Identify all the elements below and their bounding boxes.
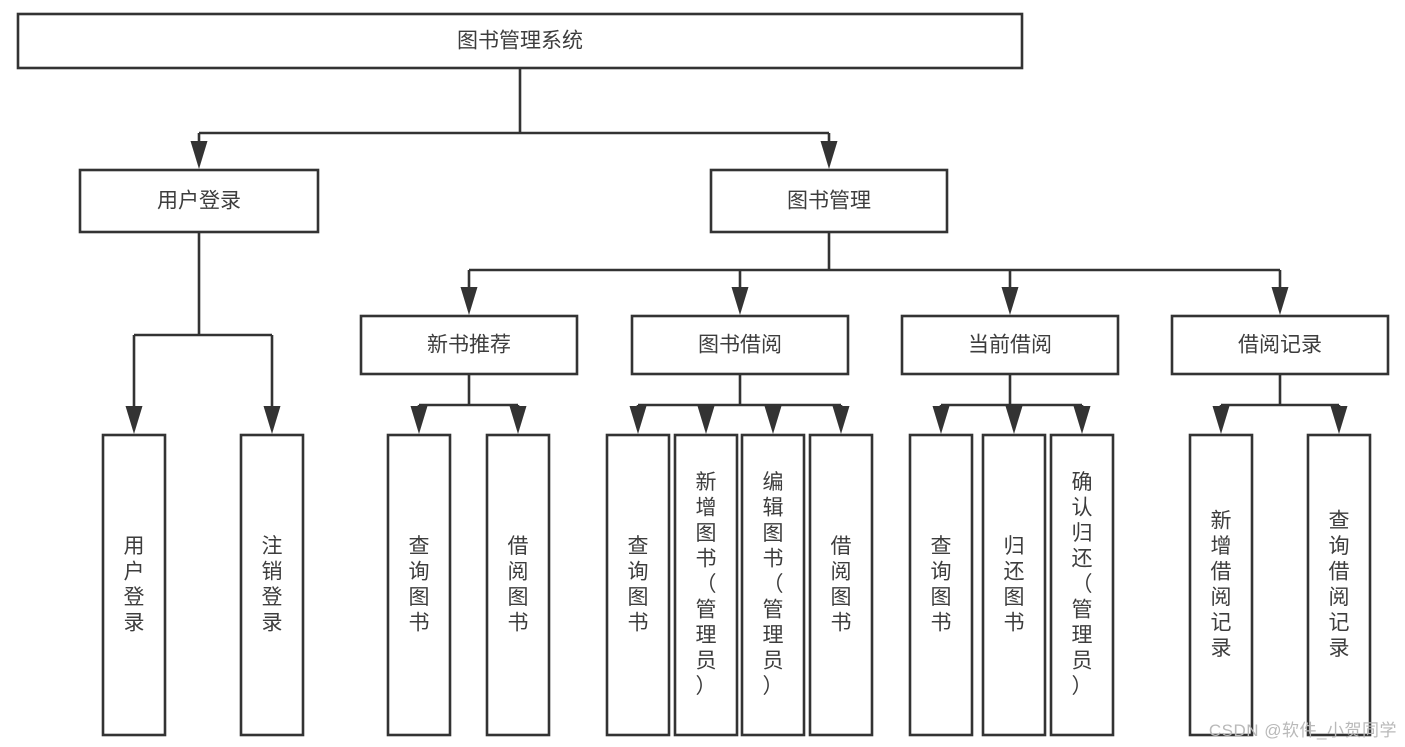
arrow-head-icon [1212, 406, 1230, 434]
node-box[interactable] [78, 168, 320, 234]
node-box[interactable] [239, 433, 305, 737]
node-box[interactable] [981, 433, 1047, 737]
node-box[interactable] [630, 314, 850, 376]
node-label: 注销登录 [262, 534, 283, 634]
node-box[interactable] [1049, 433, 1115, 737]
node-box[interactable] [740, 433, 806, 737]
arrow-head-icon [1001, 287, 1019, 315]
arrow-head-icon [509, 406, 527, 434]
node-leaf-query-record[interactable]: 查询借阅记录 [1306, 433, 1372, 737]
node-label: 查询图书 [931, 534, 952, 634]
node-label: 新书推荐 [427, 334, 511, 357]
node-label: 归还图书 [1004, 534, 1025, 634]
node-box[interactable] [485, 433, 551, 737]
node-label: 查询图书 [409, 534, 430, 634]
node-label: 借阅图书 [508, 534, 529, 634]
node-label: 借阅记录 [1238, 334, 1322, 357]
arrow-head-icon [697, 406, 715, 434]
connector-group-loan-record [1212, 374, 1348, 434]
node-book-mgmt[interactable]: 图书管理 [709, 168, 949, 234]
node-box[interactable] [1170, 314, 1390, 376]
node-box[interactable] [1306, 433, 1372, 737]
node-box[interactable] [359, 314, 579, 376]
node-current-loan[interactable]: 当前借阅 [900, 314, 1120, 376]
connector-group-root [190, 68, 838, 169]
arrow-head-icon [460, 287, 478, 315]
node-leaf-edit-book[interactable]: 编辑图书（管理员） [740, 433, 806, 737]
arrow-head-icon [764, 406, 782, 434]
node-label: 查询图书 [628, 534, 649, 634]
node-leaf-user-login[interactable]: 用户登录 [101, 433, 167, 737]
node-leaf-confirm-return[interactable]: 确认归还（管理员） [1049, 433, 1115, 737]
node-leaf-return-book[interactable]: 归还图书 [981, 433, 1047, 737]
connector-layer [125, 68, 1348, 434]
arrow-head-icon [190, 141, 208, 169]
node-label: 图书管理 [787, 190, 871, 213]
node-label: 图书借阅 [698, 334, 782, 357]
node-box[interactable] [808, 433, 874, 737]
node-box[interactable] [908, 433, 974, 737]
arrow-head-icon [263, 406, 281, 434]
arrow-head-icon [1330, 406, 1348, 434]
node-leaf-add-book[interactable]: 新增图书（管理员） [673, 433, 739, 737]
arrow-head-icon [1073, 406, 1091, 434]
arrow-head-icon [1005, 406, 1023, 434]
node-label: 新增借阅记录 [1211, 509, 1232, 660]
node-leaf-borrow-book-1[interactable]: 借阅图书 [485, 433, 551, 737]
connector-group-book-borrow [629, 374, 850, 434]
node-label: 新增图书（管理员） [696, 471, 717, 698]
node-label: 查询借阅记录 [1329, 509, 1350, 660]
node-loan-record[interactable]: 借阅记录 [1170, 314, 1390, 376]
node-box[interactable] [101, 433, 167, 737]
arrow-head-icon [629, 406, 647, 434]
node-leaf-add-record[interactable]: 新增借阅记录 [1188, 433, 1254, 737]
arrow-head-icon [832, 406, 850, 434]
watermark-label: CSDN @软件_小贺同学 [1208, 721, 1397, 740]
node-book-borrow[interactable]: 图书借阅 [630, 314, 850, 376]
arrow-head-icon [820, 141, 838, 169]
node-leaf-logout[interactable]: 注销登录 [239, 433, 305, 737]
node-leaf-borrow-book-2[interactable]: 借阅图书 [808, 433, 874, 737]
arrow-head-icon [410, 406, 428, 434]
node-layer: 图书管理系统用户登录图书管理新书推荐图书借阅当前借阅借阅记录用户登录注销登录查询… [16, 12, 1390, 737]
node-label: 当前借阅 [968, 334, 1052, 357]
node-box[interactable] [673, 433, 739, 737]
node-label: 借阅图书 [831, 534, 852, 634]
node-leaf-query-book-3[interactable]: 查询图书 [908, 433, 974, 737]
node-box[interactable] [709, 168, 949, 234]
node-new-book-rec[interactable]: 新书推荐 [359, 314, 579, 376]
connector-group-new-book-rec [410, 374, 527, 434]
arrow-head-icon [125, 406, 143, 434]
node-label: 确认归还（管理员） [1072, 471, 1093, 698]
connector-group-book-mgmt [460, 232, 1289, 315]
arrow-head-icon [932, 406, 950, 434]
arrow-head-icon [1271, 287, 1289, 315]
node-root[interactable]: 图书管理系统 [16, 12, 1024, 70]
node-box[interactable] [900, 314, 1120, 376]
node-label: 图书管理系统 [457, 30, 583, 53]
node-box[interactable] [605, 433, 671, 737]
connector-group-user-login [125, 232, 281, 434]
arrow-head-icon [731, 287, 749, 315]
node-box[interactable] [1188, 433, 1254, 737]
node-label: 编辑图书（管理员） [763, 471, 784, 698]
connector-group-current-loan [932, 374, 1091, 434]
node-leaf-query-book-1[interactable]: 查询图书 [386, 433, 452, 737]
node-label: 用户登录 [124, 534, 145, 634]
node-box[interactable] [386, 433, 452, 737]
node-user-login[interactable]: 用户登录 [78, 168, 320, 234]
node-leaf-query-book-2[interactable]: 查询图书 [605, 433, 671, 737]
node-box[interactable] [16, 12, 1024, 70]
node-label: 用户登录 [157, 190, 241, 213]
